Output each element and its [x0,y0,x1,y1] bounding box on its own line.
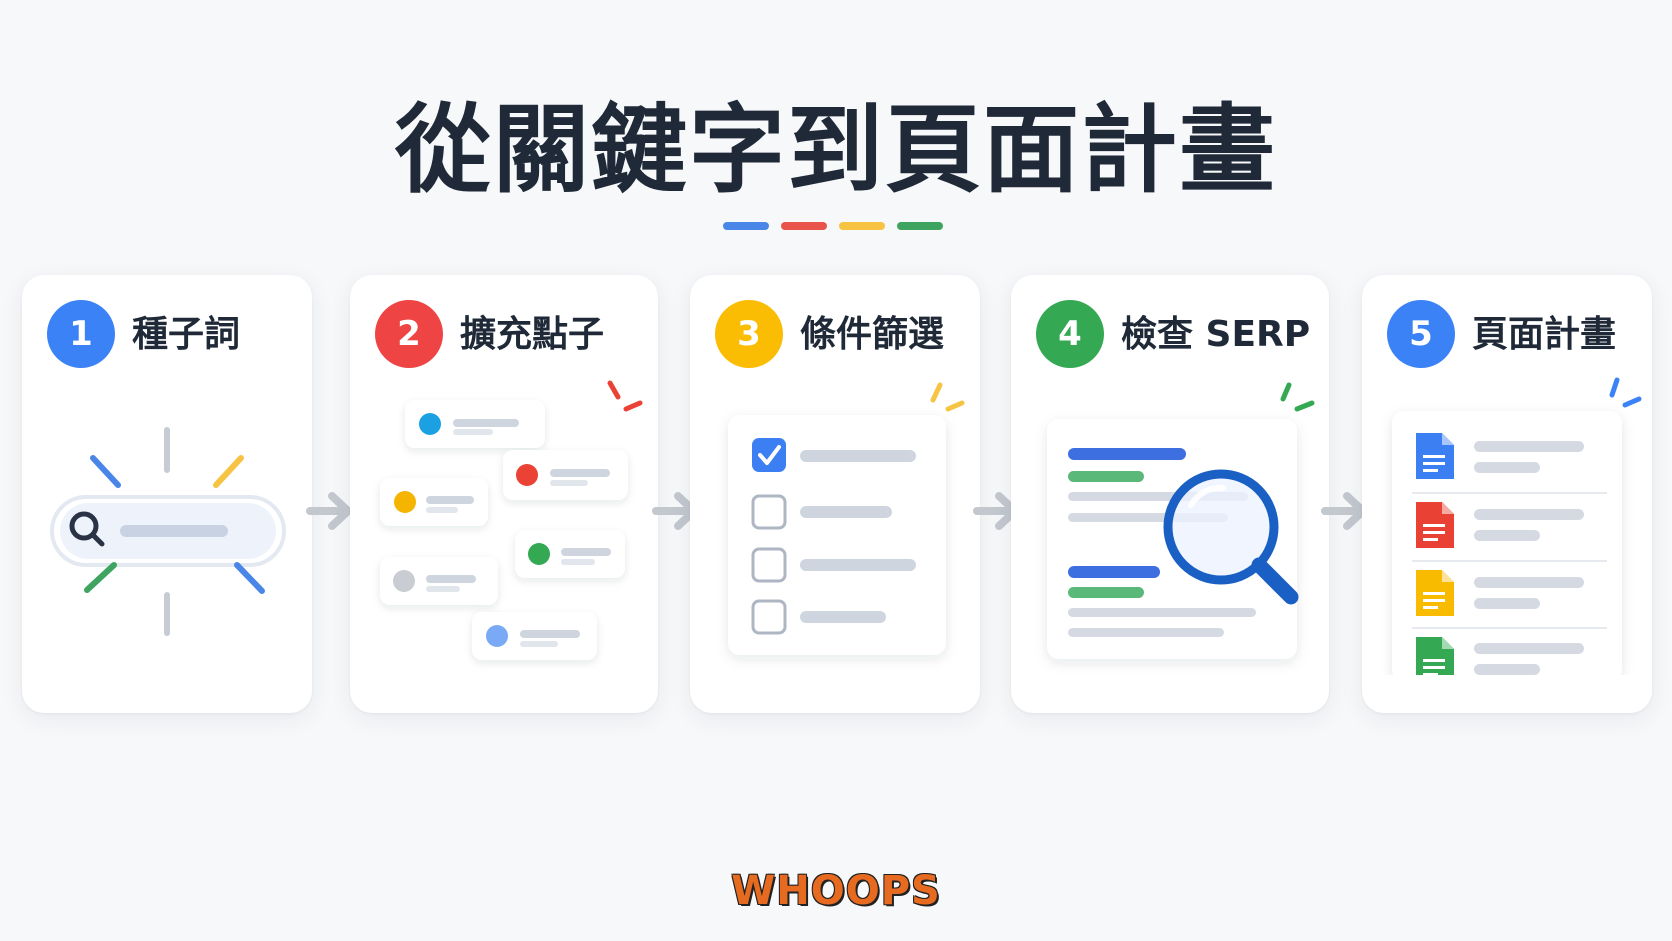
step-number-badge: 2 [375,300,443,368]
step-card-2: 2 擴充點子 [350,275,658,713]
step-card-4: 4 檢查 SERP [1011,275,1329,713]
checklist-icon [728,382,965,655]
search-bar-icon [50,427,286,636]
step-card-5: 5 頁面計畫 [1362,275,1652,713]
documents-icon [1392,377,1642,675]
title-accent-bars [723,222,943,230]
serp-magnifier-icon [1047,382,1315,659]
step-label: 條件篩選 [800,314,945,355]
step-card-1: 1 種子詞 [22,275,312,713]
accent-bar-yellow [839,222,885,230]
brand-logo: WHOOPS [731,868,941,914]
accent-bar-red [781,222,827,230]
step-label: 擴充點子 [460,314,605,355]
step-number-badge: 1 [47,300,115,368]
idea-cards-icon [380,380,643,660]
step-label: 頁面計畫 [1472,314,1617,355]
step-label: 種子詞 [132,314,241,355]
accent-bar-blue [723,222,769,230]
step-number-badge: 3 [715,300,783,368]
flow-arrow-1 [306,492,352,530]
step-card-3: 3 條件篩選 [690,275,980,713]
step-number-badge: 4 [1036,300,1104,368]
page-title: 從關鍵字到頁面計畫 [395,94,1277,206]
step-label: 檢查 SERP [1121,314,1311,355]
step-number-badge: 5 [1387,300,1455,368]
accent-bar-green [897,222,943,230]
